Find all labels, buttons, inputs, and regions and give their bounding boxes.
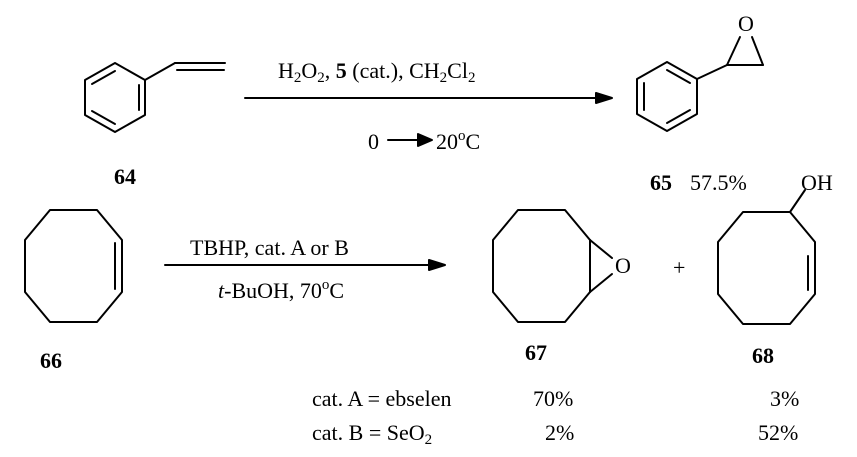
cyclooctenol-structure xyxy=(717,189,816,325)
result-row-label-b: cat. B = SeO2 xyxy=(312,420,433,448)
styrene-oxide-structure xyxy=(636,36,764,132)
separator: , xyxy=(324,58,336,83)
yield-65: 57.5% xyxy=(690,170,747,195)
plus-sign: + xyxy=(673,255,686,280)
reaction-2-reagents: TBHP, cat. A or B xyxy=(190,235,349,260)
reagent-text: Cl xyxy=(447,58,468,83)
reagent-text: H xyxy=(278,58,294,83)
end-temperature: 20oC xyxy=(436,128,481,154)
cyclooctene-structure xyxy=(24,209,123,323)
degree-symbol: o xyxy=(458,128,466,144)
subscript: 2 xyxy=(424,432,433,448)
reaction-2-solvent: t-BuOH, 70oC xyxy=(218,277,345,303)
subscript: 2 xyxy=(293,70,302,86)
temperature-unit: C xyxy=(465,129,481,154)
subscript: 2 xyxy=(467,70,476,86)
reaction-arrow-2 xyxy=(164,259,446,271)
compound-label-67: 67 xyxy=(525,340,547,365)
subscript: 2 xyxy=(439,70,448,86)
temperature-unit: C xyxy=(329,278,345,303)
hydroxyl-group: OH xyxy=(801,170,833,195)
result-yield-68-a: 3% xyxy=(770,386,800,411)
catalyst-name: cat. A = ebselen xyxy=(312,386,452,411)
solvent-text: -BuOH, 70 xyxy=(224,278,322,303)
reaction-1-reagents: H2O2, 5 (cat.), CH2Cl2 xyxy=(278,58,475,86)
catalyst-number: 5 xyxy=(335,58,347,83)
solvent-italic-prefix: t xyxy=(218,278,225,303)
result-yield-67-a: 70% xyxy=(533,386,574,411)
cyclooctene-oxide-structure xyxy=(492,209,613,323)
reagent-text: (cat.), CH xyxy=(346,58,440,83)
compound-label-64: 64 xyxy=(114,164,136,189)
result-yield-68-b: 52% xyxy=(758,420,799,445)
subscript: 2 xyxy=(317,70,325,86)
reagent-text: O xyxy=(301,58,318,83)
reaction-arrow-1 xyxy=(244,92,613,104)
temperature-value: 20 xyxy=(436,129,458,154)
compound-label-66: 66 xyxy=(40,348,62,373)
styrene-structure xyxy=(84,62,226,133)
catalyst-name: cat. B = SeO xyxy=(312,420,425,445)
start-temperature: 0 xyxy=(368,129,379,154)
degree-symbol: o xyxy=(321,277,330,293)
result-yield-67-b: 2% xyxy=(545,420,575,445)
compound-label-68: 68 xyxy=(752,343,774,368)
result-row-label-a: cat. A = ebselen xyxy=(312,386,451,412)
epoxide-oxygen-atom: O xyxy=(738,11,754,36)
compound-label-65: 65 xyxy=(650,170,672,195)
temperature-arrow xyxy=(387,133,433,147)
epoxide-oxygen-atom-67: O xyxy=(615,253,631,278)
